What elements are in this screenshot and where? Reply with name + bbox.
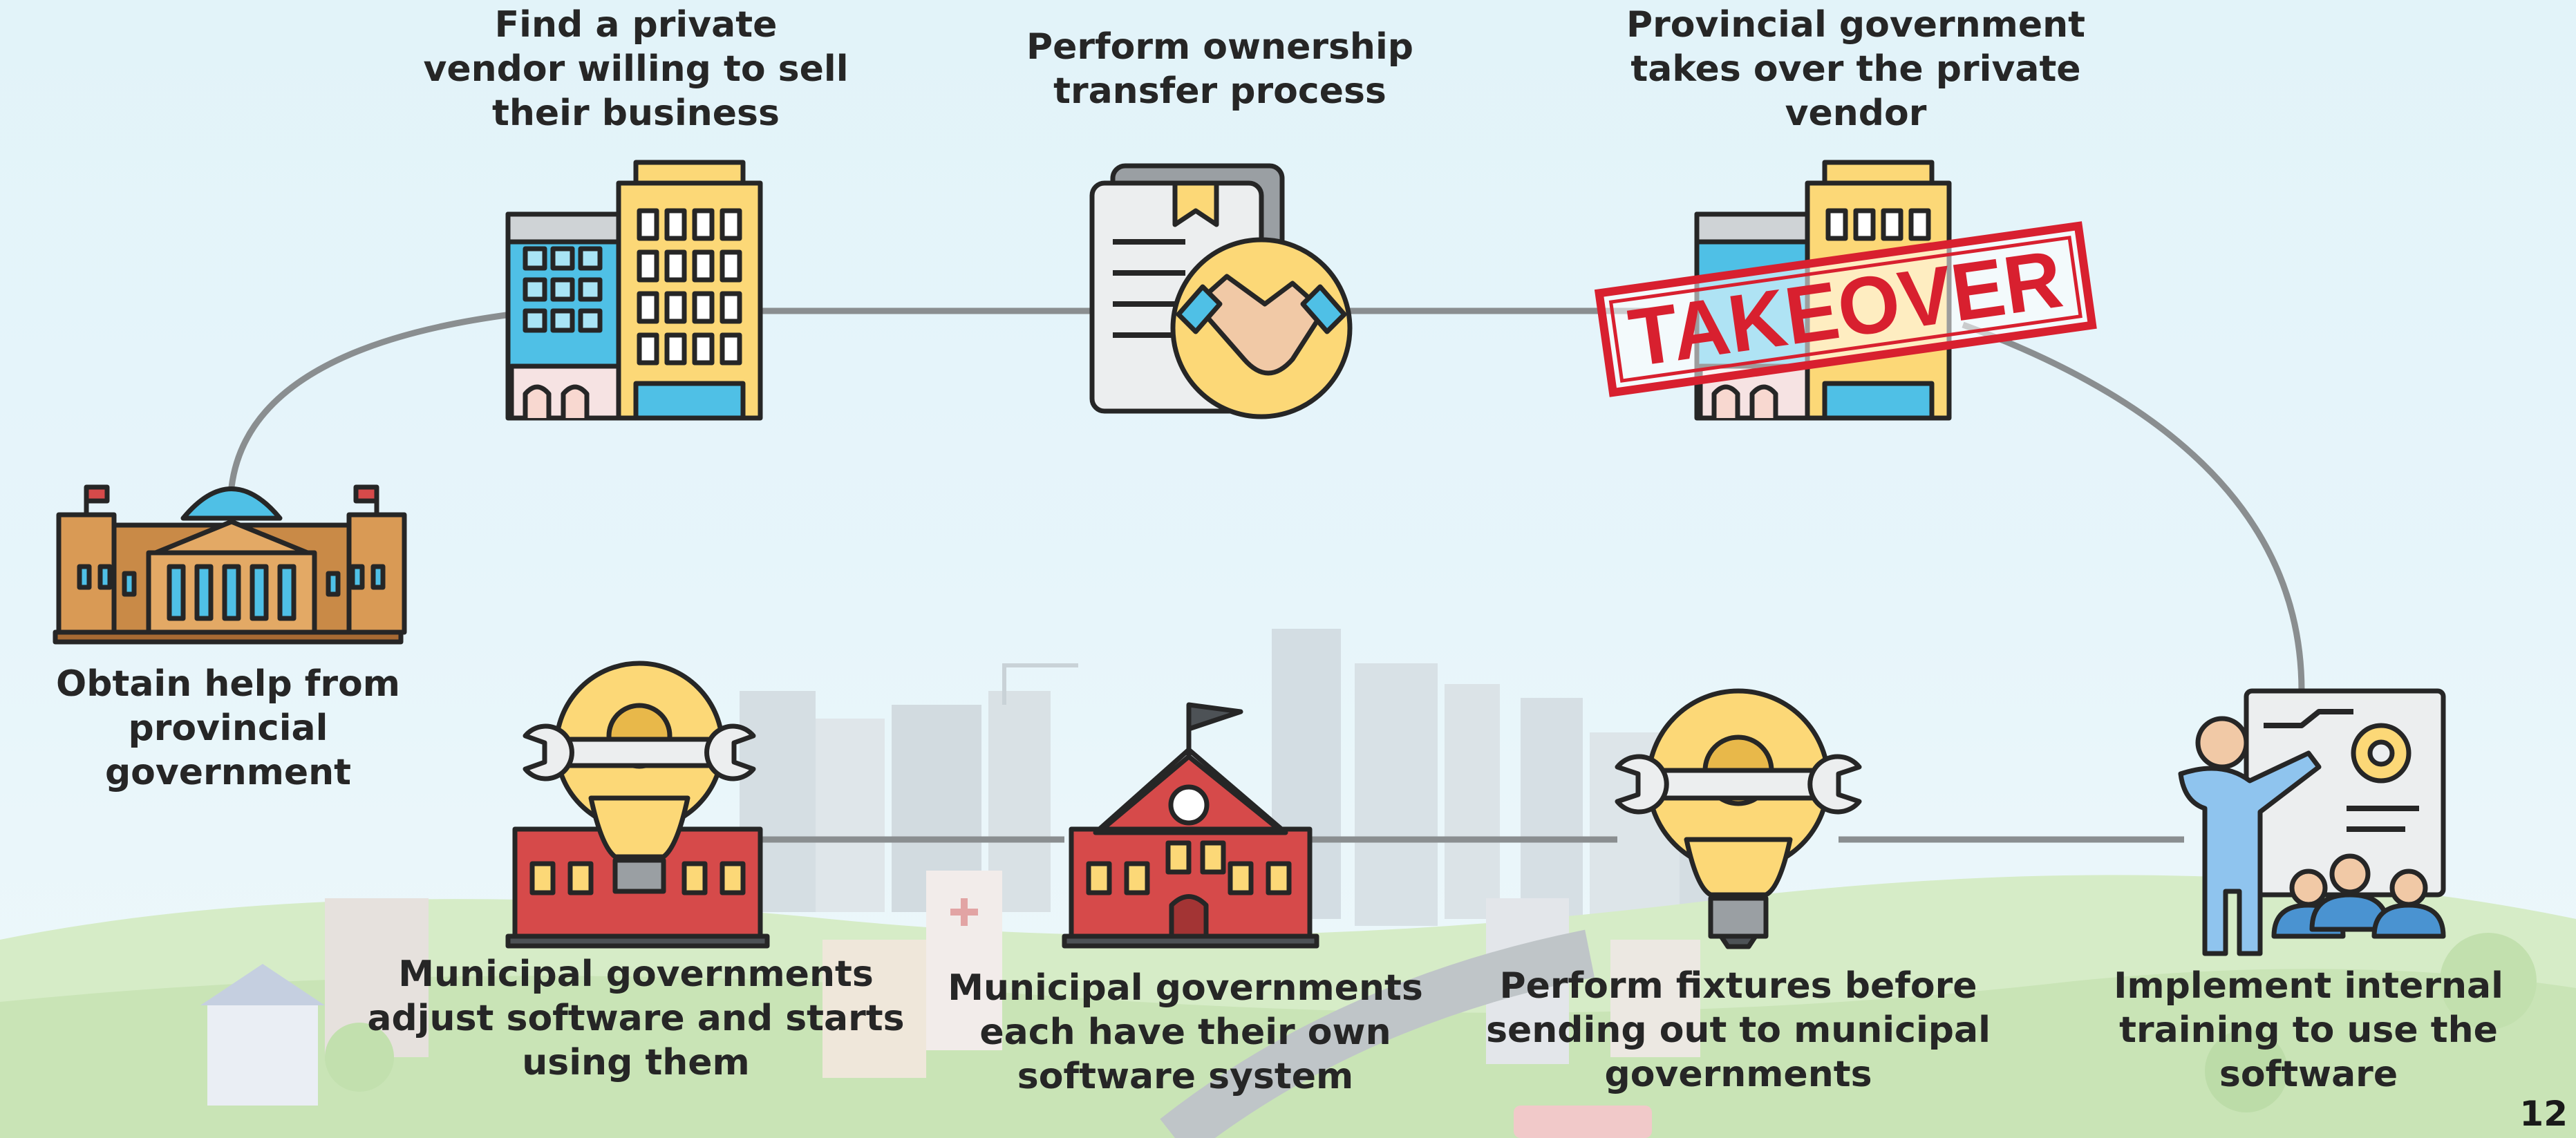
office-building-icon bbox=[505, 160, 763, 421]
connector-obtain-to-find bbox=[228, 311, 512, 488]
presentation-teacher-icon bbox=[2178, 688, 2446, 956]
bulb-wrench-icon bbox=[1615, 688, 1862, 949]
page-number: 12 bbox=[2519, 1094, 2568, 1134]
connector-takeover-to-training bbox=[1962, 321, 2305, 692]
parliament-icon bbox=[53, 484, 407, 645]
school-building-icon bbox=[1062, 702, 1319, 949]
contract-handshake-icon bbox=[1089, 163, 1353, 419]
bulb-wrench-school-icon bbox=[505, 661, 770, 949]
